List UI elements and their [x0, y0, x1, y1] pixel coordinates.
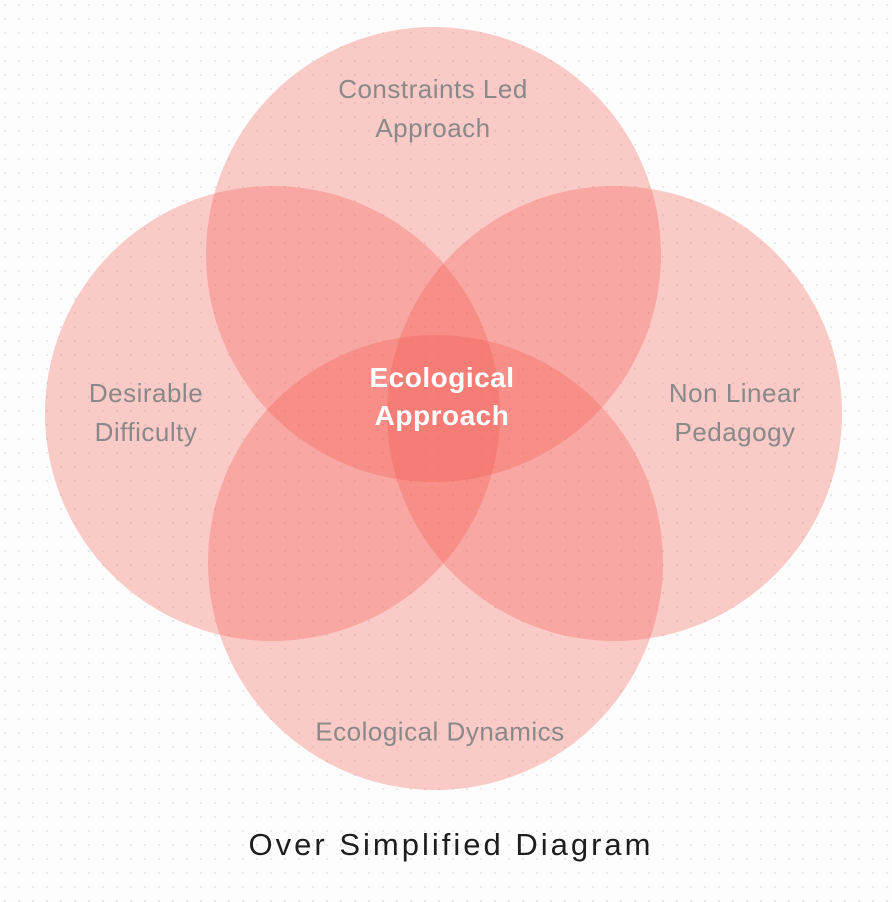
label-line: Difficulty	[94, 417, 198, 447]
label-center-ecological-approach: Ecological Approach	[369, 359, 514, 435]
label-non-linear-pedagogy: Non Linear Pedagogy	[669, 374, 801, 452]
circle-ecological-dynamics	[208, 335, 663, 790]
label-line: Pedagogy	[674, 417, 796, 447]
circle-non-linear-pedagogy	[387, 186, 842, 641]
label-line: Constraints Led	[338, 74, 528, 104]
diagram-caption: Over Simplified Diagram	[248, 827, 654, 862]
label-line: Approach	[375, 113, 491, 143]
label-line: Ecological Dynamics	[315, 716, 565, 747]
label-constraints-led-approach: Constraints Led Approach	[338, 70, 528, 148]
label-ecological-dynamics: Ecological Dynamics	[315, 713, 564, 752]
circle-constraints-led-approach	[206, 27, 661, 482]
label-line: Non Linear	[668, 378, 802, 408]
circle-desirable-difficulty	[45, 186, 500, 641]
label-line: Desirable	[88, 378, 204, 408]
label-line: Approach	[374, 400, 510, 431]
label-line: Ecological	[369, 362, 515, 393]
label-desirable-difficulty: Desirable Difficulty	[89, 374, 203, 452]
